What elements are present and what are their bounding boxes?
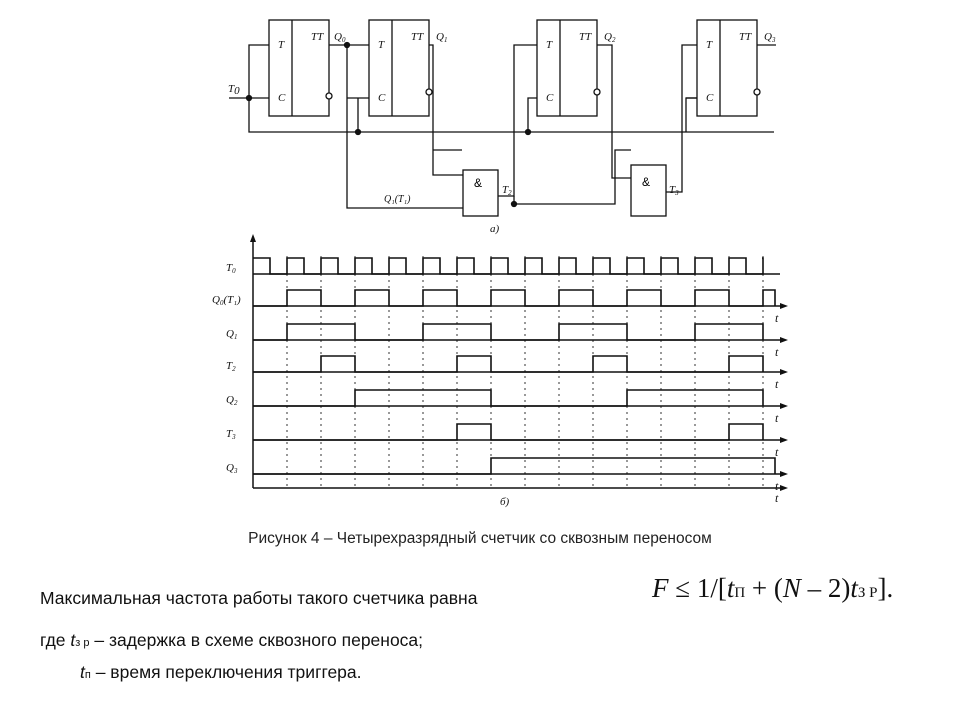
waveform-5 — [253, 423, 764, 441]
part-b-label: б) — [500, 496, 510, 508]
t-axis-label-3: t — [775, 377, 779, 391]
q2-output-label: Q2 — [604, 31, 616, 44]
waveform-4 — [253, 389, 764, 407]
t-axis-label-4: t — [775, 411, 779, 425]
signal-label-0: T0 — [226, 262, 236, 275]
waveform-3 — [253, 355, 764, 373]
tp-definition: tп – время переключения триггера. — [80, 662, 362, 682]
frequency-formula: F ≤ 1/[tП + (N – 2)tЗ Р]. — [652, 573, 894, 603]
signal-axis-arrow-3 — [780, 369, 788, 375]
signal-label-1: Q0(T₁) — [212, 294, 241, 307]
ff0-tt-label: TT — [311, 31, 324, 43]
t-axis-label-1: t — [775, 311, 779, 325]
t0-input-label: T0 — [228, 83, 240, 97]
signal-axis-arrow-5 — [780, 437, 788, 443]
part-a-label: а) — [490, 223, 500, 235]
t3-label: T3 — [669, 184, 679, 197]
feedback-label: Q₁(T₁) — [384, 194, 411, 205]
frequency-statement: Максимальная частота работы такого счетч… — [40, 588, 478, 608]
waveform-1 — [253, 289, 776, 307]
ff1-tt-label: TT — [411, 31, 424, 43]
ff3-tt-label: TT — [739, 31, 752, 43]
signal-label-2: Q1 — [226, 328, 237, 341]
ff0-t-label: T — [278, 39, 285, 51]
ff3-c-label: C — [706, 92, 714, 104]
circuit-diagram — [229, 19, 776, 217]
y-axis-arrow — [250, 234, 256, 242]
signal-label-5: T3 — [226, 428, 236, 441]
t-axis-label-6: t — [775, 479, 779, 493]
ff1-t-label: T — [378, 39, 385, 51]
ff2-t-label: T — [546, 39, 553, 51]
flip-flop-3 — [696, 19, 758, 117]
ff2-tt-label: TT — [579, 31, 592, 43]
signal-label-4: Q2 — [226, 394, 238, 407]
signal-axis-arrow-1 — [780, 303, 788, 309]
flip-flop-1 — [368, 19, 430, 117]
signal-label-6: Q3 — [226, 462, 238, 475]
flip-flop-0 — [268, 19, 330, 117]
t-axis-label-2: t — [775, 345, 779, 359]
ff1-c-label: C — [378, 92, 386, 104]
ff3-t-label: T — [706, 39, 713, 51]
ff2-c-label: C — [546, 92, 554, 104]
figure-caption: Рисунок 4 – Четырехразрядный счетчик со … — [248, 530, 712, 547]
and-gate-2 — [630, 164, 667, 217]
q0-output-label: Q0 — [334, 31, 346, 44]
flip-flop-2 — [536, 19, 598, 117]
tzr-definition: где tз р – задержка в схеме сквозного пе… — [40, 630, 424, 650]
t-axis-label-5: t — [775, 445, 779, 459]
waveform-6 — [253, 457, 776, 475]
signal-label-3: T2 — [226, 360, 236, 373]
q1-output-label: Q1 — [436, 31, 447, 44]
and-gate-2-symbol: & — [642, 175, 650, 189]
circuit-labels: T C TT T C TT T C TT T C TT T0 Q0 Q1 Q2 … — [228, 31, 776, 235]
waveform-2 — [253, 323, 764, 341]
and-gate-1-symbol: & — [474, 176, 482, 190]
t-axis-label-bottom: t — [775, 491, 779, 505]
signal-axis-arrow-2 — [780, 337, 788, 343]
t2-label: T2 — [502, 184, 512, 197]
and-gate-1 — [462, 169, 499, 217]
waveform-0 — [253, 257, 764, 275]
signal-axis-arrow-4 — [780, 403, 788, 409]
signal-axis-arrow-6 — [780, 471, 788, 477]
counter-figure: T C TT T C TT T C TT T C TT T0 Q0 Q1 Q2 … — [212, 19, 788, 508]
x-axis-arrow — [780, 485, 788, 491]
q3-output-label: Q3 — [764, 31, 776, 44]
ff0-c-label: C — [278, 92, 286, 104]
